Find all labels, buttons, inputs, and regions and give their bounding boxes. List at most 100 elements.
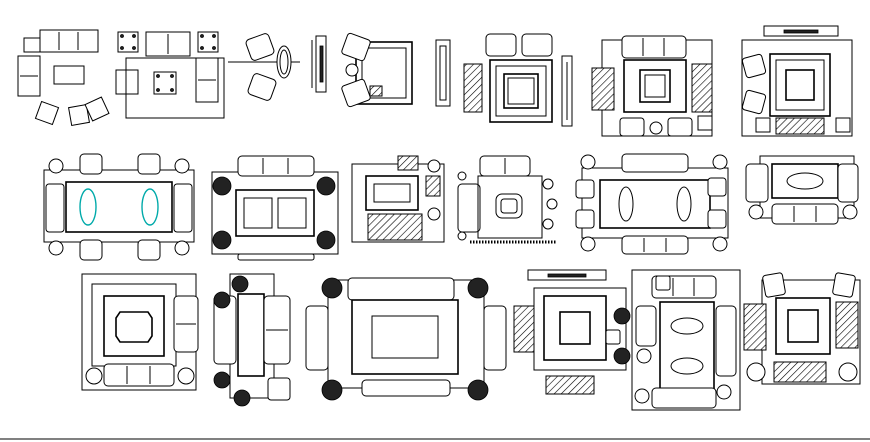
coffee-table — [787, 309, 819, 343]
oval-tray — [670, 317, 704, 335]
armchair — [84, 96, 110, 122]
coffee-table — [235, 189, 315, 237]
oval-side-table — [276, 45, 292, 79]
oval-tables-long-set — [575, 153, 729, 255]
dark-side-table — [212, 230, 232, 250]
rect-rug-four-dark-tables — [305, 277, 507, 401]
sofa — [621, 153, 689, 173]
armchair — [741, 53, 767, 79]
hatched-sofa — [513, 305, 535, 353]
room-outline — [631, 269, 741, 411]
coffee-table — [559, 311, 591, 345]
rug — [477, 175, 543, 239]
square-table-dotted-rug — [457, 155, 558, 244]
rug — [775, 297, 831, 355]
sofa — [651, 387, 717, 409]
sofa — [347, 277, 455, 301]
armchair — [245, 33, 275, 61]
sofa — [237, 155, 315, 177]
rug — [103, 295, 165, 357]
living-set-rug-armchairs — [591, 35, 713, 137]
armchair — [115, 69, 139, 95]
armchair — [485, 33, 517, 57]
large-rug-sofa-set — [81, 273, 199, 391]
round-side-table — [649, 121, 663, 135]
tv-console-side-view — [311, 35, 327, 93]
ottoman — [369, 85, 383, 97]
dark-side-table — [321, 277, 343, 299]
rect-table-set-dark-tables — [211, 155, 339, 261]
twin-oval-tables-set — [631, 269, 741, 411]
console-table — [435, 39, 451, 107]
armchair — [575, 179, 595, 199]
armchair — [707, 177, 727, 197]
oval-tray — [670, 357, 704, 375]
armchair — [79, 153, 103, 175]
hatched-sofa — [545, 375, 595, 395]
sofa-set-with-side-tables — [115, 31, 225, 119]
rect-coffee-table — [65, 181, 173, 233]
narrow-console — [435, 39, 451, 107]
end-table — [755, 117, 771, 133]
rect-coffee-table — [371, 315, 439, 359]
corner-set-hatched-sofa — [743, 272, 861, 385]
sofa — [621, 235, 689, 255]
dark-side-table — [213, 291, 231, 309]
dark-side-table — [613, 347, 631, 365]
coffee-table — [599, 179, 711, 229]
rug — [543, 295, 607, 361]
rug — [769, 53, 831, 117]
rug — [623, 59, 687, 113]
armchair — [635, 305, 657, 347]
sofa — [103, 363, 175, 387]
sofa — [621, 35, 687, 59]
armchair — [137, 153, 161, 175]
long-sofa-dark-tables — [213, 273, 291, 407]
armchair — [619, 117, 645, 137]
coffee-table — [153, 71, 177, 95]
hatched-bench — [591, 67, 615, 111]
square-coffee-table — [115, 311, 153, 343]
oval-tray — [676, 186, 692, 222]
coffee-table — [365, 175, 419, 211]
end-table — [835, 117, 851, 133]
rug — [43, 169, 195, 243]
sofa-set-l-layout — [17, 29, 110, 127]
dark-side-table — [467, 277, 489, 299]
three-seat-sofa — [39, 29, 99, 53]
armchair — [341, 32, 371, 62]
oval-table-sofa-set — [745, 155, 859, 225]
dark-side-table — [231, 275, 249, 293]
compact-set-hatched-ottoman — [351, 155, 445, 243]
armchair — [521, 33, 553, 57]
armchair — [79, 239, 103, 261]
hatched-sofa — [463, 63, 483, 113]
dark-side-table — [613, 307, 631, 325]
square-coffee-table — [495, 193, 523, 219]
end-table — [23, 37, 41, 53]
dark-side-table — [321, 379, 343, 401]
round-side-table — [345, 63, 359, 77]
dark-side-table — [467, 379, 489, 401]
sofa — [305, 305, 329, 371]
hatched-sofa — [773, 361, 827, 383]
end-table — [697, 115, 713, 131]
armchair — [137, 239, 161, 261]
armchair — [745, 163, 769, 203]
oval-tray — [618, 186, 634, 222]
sofa — [45, 183, 65, 233]
armchair-pair-with-oval-table — [228, 33, 300, 101]
coffee-table — [659, 301, 715, 393]
hatched-ottoman — [397, 155, 419, 171]
hatched-sofa — [775, 117, 825, 135]
oval-tray — [79, 188, 97, 226]
dark-side-table — [316, 230, 336, 250]
dark-side-table — [233, 389, 251, 407]
sofa — [715, 305, 737, 377]
corner-armchair-set — [341, 32, 413, 108]
armchair — [832, 272, 856, 298]
tv-set-hatched-sofa — [513, 269, 631, 395]
rug — [489, 59, 553, 123]
